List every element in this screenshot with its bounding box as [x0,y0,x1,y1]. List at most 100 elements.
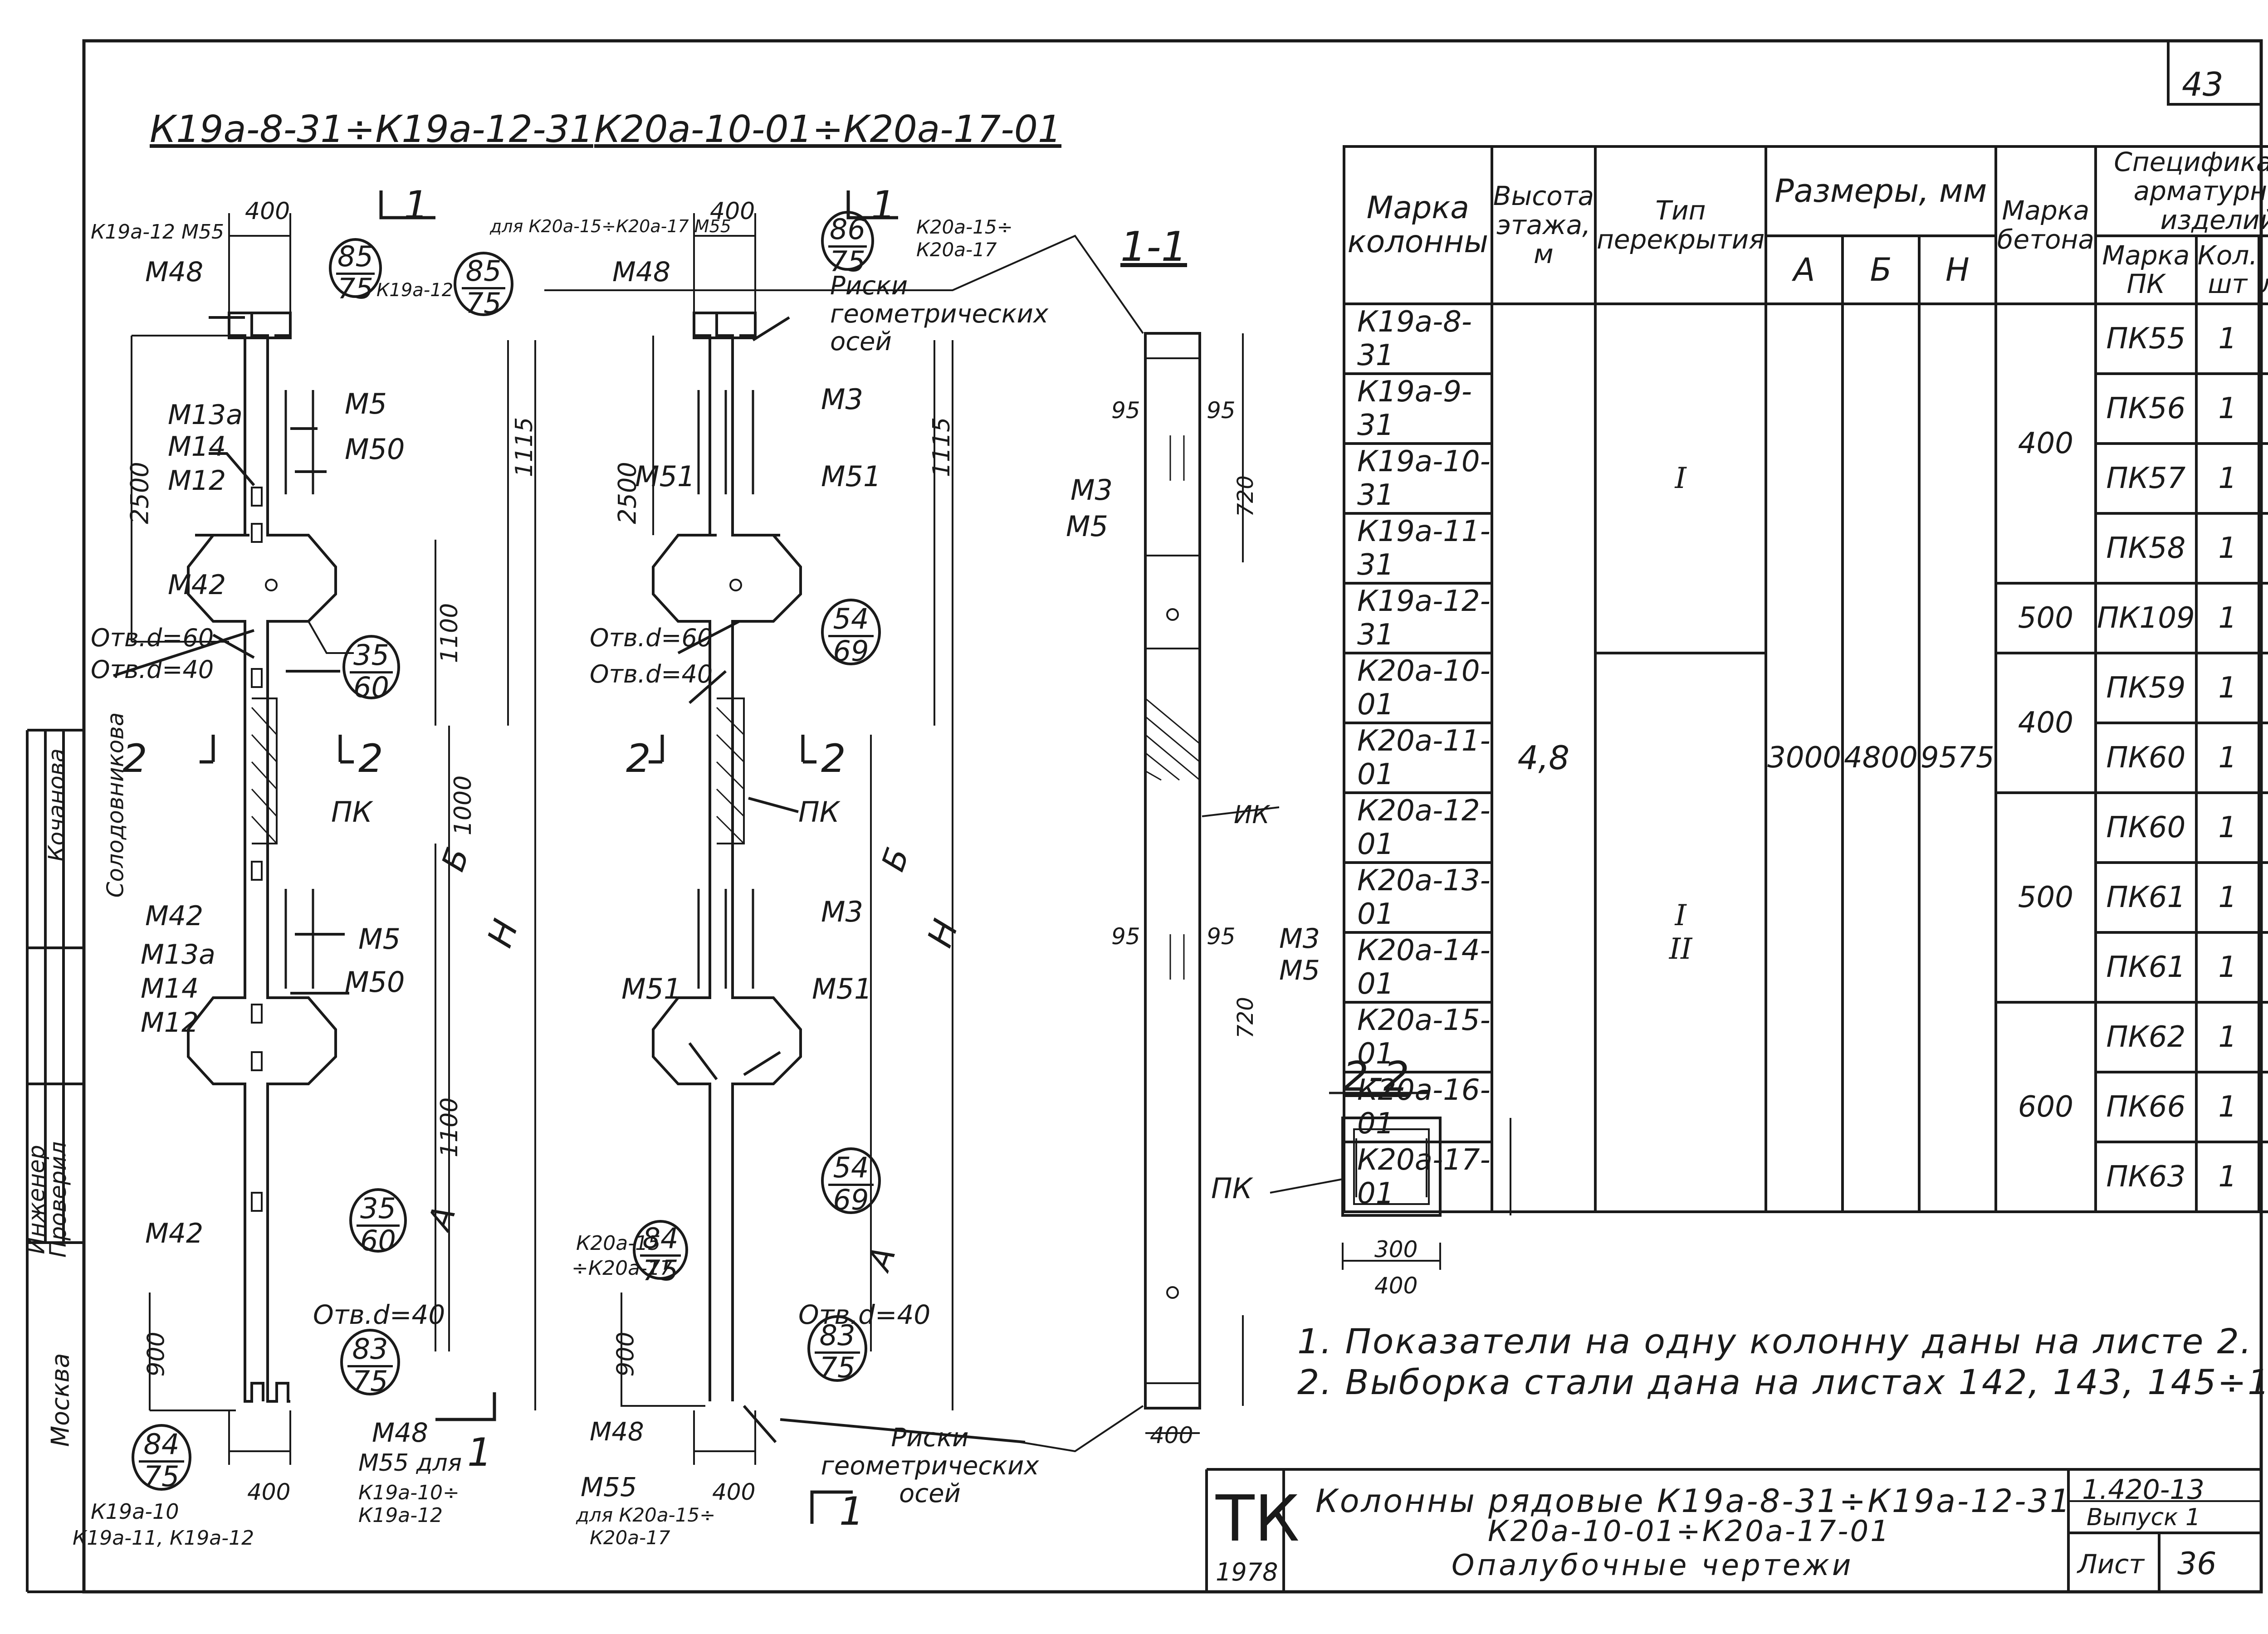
th-h: Н [1917,234,1997,306]
label-dlya-top-left: К19а-12 М55 [91,220,224,244]
label-m51-b: М51 [821,460,881,493]
section-1-1-title: 1-1 [1120,223,1187,271]
cell-pk: ПК109 [2094,582,2198,655]
label-m14-b: М14 [141,973,199,1005]
label-m5-a: М5 [345,387,387,420]
cell-sheet: " [2257,512,2268,585]
label-m42-c: М42 [145,1218,204,1249]
label-m48-top-mid: М48 [612,256,671,288]
label-m3-b: М3 [821,895,863,928]
cell-qty: 1 [2195,1071,2260,1144]
label-pk-sect2: ПК [1211,1172,1252,1205]
label-m3-sect-a: М3 [1070,473,1113,507]
cut-mark-1-top-mid: 1 [871,183,896,228]
mid-view-title: К20а-10-01÷К20а-17-01 [594,108,1062,151]
cell-qty: 1 [2195,302,2260,376]
doc-code: 1.420-13 [2082,1474,2204,1506]
cell-pk: ПК61 [2094,861,2198,934]
cell-sheet: " [2257,372,2268,445]
th-pk: Марка ПК [2094,234,2198,306]
cut-mark-2-left-a: 2 [122,736,147,781]
cell-pk: ПК60 [2094,791,2198,864]
th-height: Высота этажа, м [1490,145,1597,306]
dim-900-left: 900 [142,1332,170,1377]
cut-mark-1-bottom-left: 1 [467,1430,492,1475]
dim-2500-mid: 2500 [613,462,642,524]
dim-400-top-mid: 400 [710,198,755,225]
title-block-year: 1978 [1216,1558,1278,1586]
note-2: 2. Выборка стали дана на листах 142, 143… [1297,1362,2268,1402]
dim-1115-left: 1115 [511,417,538,478]
cell-pk: ПК57 [2094,442,2198,515]
cell-mark: К19а-11-31 [1343,512,1493,585]
dim-400-bottom-left: 400 [247,1479,291,1505]
cell-sheet: 87 [2257,652,2268,725]
cell-h: 9575 [1917,302,1997,1214]
th-qty: Кол. шт [2195,234,2260,306]
cell-pk: ПК56 [2094,372,2198,445]
dim-95-c: 95 [1111,923,1140,950]
sheet-label: Лист [2077,1549,2144,1580]
label-otv40-bottom-left: Отв.d=40 [313,1299,445,1330]
cell-qty: 1 [2195,1141,2260,1214]
cell-mark: К20а-12-01 [1343,791,1493,864]
label-m5-sect-b: М5 [1279,955,1320,986]
dim-2500-left: 2500 [125,462,154,524]
table-row: К20а-17-01ПК63187 [1343,1141,2268,1214]
label-riski-bottom: Риски геометрических осей [821,1423,1039,1509]
cell-pk: ПК61 [2094,931,2198,1004]
dim-1100-a: 1100 [436,603,464,663]
cell-sheet: 86 [2257,582,2268,655]
dim-720-b: 720 [1232,997,1258,1039]
th-concrete: Марка бетона [1994,145,2097,306]
cell-qty: 1 [2195,722,2260,795]
dim-95-d: 95 [1207,923,1236,950]
dim-95-b: 95 [1207,397,1236,424]
label-m55-dlya: М55 для [358,1449,462,1477]
dim-400-sect1: 400 [1150,1422,1193,1449]
cell-mark: К20а-16-01 [1343,1071,1493,1144]
title-line-1: Колонны рядовые К19а-8-31÷К19а-12-31 [1315,1483,2072,1520]
cell-concrete: 600 [1994,1001,2097,1214]
th-spec: Спецификация арматурных изделий [2094,145,2268,238]
dim-720-a: 720 [1232,475,1258,517]
cell-qty: 1 [2195,861,2260,934]
label-m51-a: М51 [635,460,695,493]
cell-mark: К19а-10-31 [1343,442,1493,515]
cell-sheet: " [2257,861,2268,934]
label-otv40-left: Отв.d=40 [91,655,214,684]
dim-1115-mid: 1115 [928,417,956,478]
cell-sheet: " [2257,722,2268,795]
table-row: К20а-16-01ПК66189 [1343,1071,2268,1144]
cell-mark: К20а-14-01 [1343,931,1493,1004]
type-i-text: I [1675,899,1686,933]
cell-mark: К19а-12-31 [1343,582,1493,655]
title-line-3: Опалубочные чертежи [1452,1549,1854,1582]
label-m50-b: М50 [345,966,405,999]
column-k19a-elevation [113,190,536,1465]
sheet-number-top: 43 [2182,65,2224,103]
label-dlya-top-mid: для К20а-15÷К20а-17 М55 [490,216,731,236]
cell-mark: К20а-11-01 [1343,722,1493,795]
stamp-role-engineer: Инженер [23,1145,50,1254]
cell-sheet: " [2257,442,2268,515]
cell-pk: ПК66 [2094,1071,2198,1144]
specification-table: Марка колонны Высота этажа, м Тип перекр… [1343,145,2268,1214]
cell-height: 4,8 [1490,302,1597,1214]
cell-sheet: " [2257,931,2268,1004]
table-row: К20а-10-01III400ПК59187 [1343,652,2268,1214]
th-type: Тип перекрытия [1594,145,1768,306]
label-k20a17-bottom2: К20а-17 [590,1527,670,1549]
th-mark: Марка колонны [1343,145,1493,306]
label-m48-bottom-mid: М48 [590,1417,644,1447]
th-sizes: Размеры, мм [1765,145,1997,238]
